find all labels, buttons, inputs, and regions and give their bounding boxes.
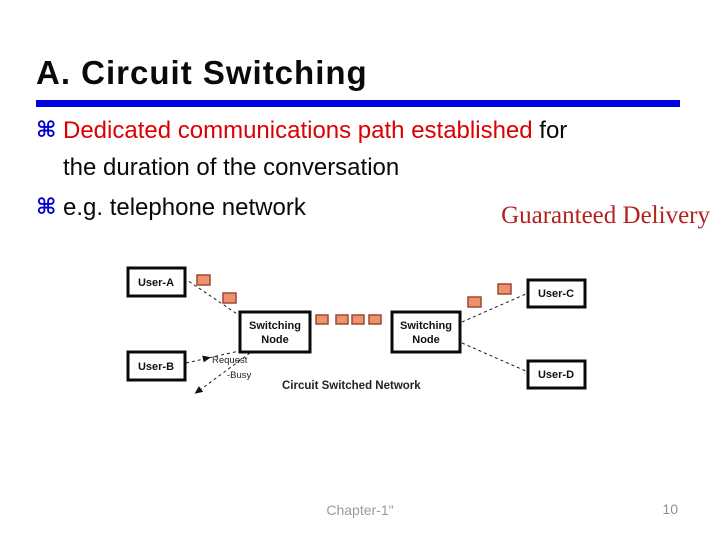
packet-square (222, 292, 237, 304)
bullet-item-telephone-network: ⌘ e.g. telephone network (36, 189, 676, 226)
node-switch-2: Switching Node (390, 310, 462, 354)
request-arrow-icon (202, 355, 211, 363)
bullet-text-line2: the duration of the conversation (63, 154, 400, 181)
footer-chapter-label: Chapter-1" (326, 502, 394, 518)
link-switch2-userc (461, 292, 529, 323)
node-switch-2-label-line1: Switching (400, 320, 452, 332)
node-user-c-box (526, 278, 587, 309)
packet-square (315, 314, 329, 325)
node-switch-1-box (238, 310, 312, 354)
guaranteed-delivery-note: Guaranteed Delivery (501, 202, 710, 229)
bullet-marker-icon: ⌘ (36, 195, 57, 220)
node-user-d-label: User-D (538, 369, 574, 381)
node-switch-1: Switching Node (238, 310, 312, 354)
node-user-d: User-D (526, 359, 587, 390)
link-switch1-busy (199, 352, 251, 391)
node-user-c: User-C (526, 278, 587, 309)
bullet-text-red-segment: Dedicated communications path establishe… (63, 117, 533, 144)
link-userb-request (185, 348, 249, 364)
busy-label: -Busy (227, 370, 252, 381)
node-user-d-box (526, 359, 587, 390)
packet-square (335, 314, 349, 325)
node-switch-1-label-line1: Switching (249, 320, 301, 332)
node-switch-1-label-line2: Node (261, 334, 289, 346)
node-user-a: User-A (126, 266, 187, 298)
network-diagram-canvas: User-A User-B Switching Node Switching N… (126, 266, 587, 394)
node-user-b: User-B (126, 350, 187, 382)
packet-square (497, 283, 512, 295)
bullet-text: Dedicated communications path establishe… (63, 112, 676, 186)
packet-square (351, 314, 365, 325)
bullet-list: ⌘ Dedicated communications path establis… (36, 112, 676, 226)
page-title: A. Circuit Switching (36, 54, 368, 91)
bullet-item-dedicated-path: ⌘ Dedicated communications path establis… (36, 112, 676, 186)
title-underline (36, 100, 680, 107)
packet-square (196, 274, 211, 286)
node-switch-2-box (390, 310, 462, 354)
bullet-marker-icon: ⌘ (36, 118, 57, 143)
packet-square (368, 314, 382, 325)
node-user-b-box (126, 350, 187, 382)
link-switch2-userd (461, 342, 529, 373)
packet-square (467, 296, 482, 308)
bullet-text-black-segment: for (532, 117, 568, 144)
node-user-c-label: User-C (538, 288, 574, 300)
footer-page-number: 10 (662, 501, 678, 517)
node-user-b-label: User-B (138, 361, 174, 373)
busy-arrow-icon (194, 386, 204, 394)
diagram-caption: Circuit Switched Network (282, 380, 421, 392)
bullet-text: e.g. telephone network (63, 194, 306, 221)
network-diagram: User-A User-B Switching Node Switching N… (95, 255, 610, 405)
node-user-a-label: User-A (138, 277, 174, 289)
request-label: Request (212, 355, 248, 366)
node-user-a-box (126, 266, 187, 298)
node-switch-2-label-line2: Node (412, 334, 440, 346)
